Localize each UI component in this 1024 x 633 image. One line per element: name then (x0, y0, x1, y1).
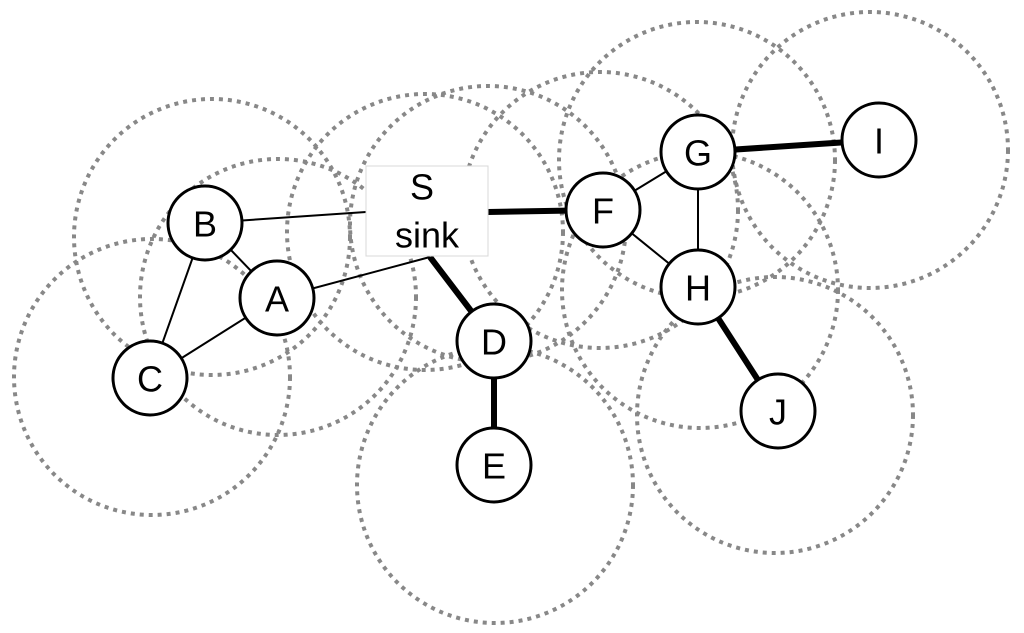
node-c[interactable]: C (111, 339, 189, 417)
node-circle (659, 248, 737, 326)
node-i[interactable]: I (840, 101, 918, 179)
node-f[interactable]: F (564, 171, 642, 249)
radio-range-circle (635, 275, 915, 555)
node-circle (238, 259, 316, 337)
node-circle (739, 372, 817, 450)
node-circle (564, 171, 642, 249)
node-a[interactable]: A (238, 259, 316, 337)
sink-box (365, 165, 489, 257)
node-label: I (874, 121, 884, 162)
node-g[interactable]: G (659, 113, 737, 191)
node-d[interactable]: D (455, 302, 533, 380)
node-label: G (684, 133, 712, 174)
sink-node[interactable]: S sink (365, 165, 489, 257)
node-h[interactable]: H (659, 248, 737, 326)
node-b[interactable]: B (166, 184, 244, 262)
radio-ranges (12, 10, 1010, 625)
node-circle (659, 113, 737, 191)
radio-range-circle (138, 157, 418, 437)
node-j[interactable]: J (739, 372, 817, 450)
node-label: C (137, 359, 163, 400)
sink-label-s: S (410, 167, 434, 208)
node-label: F (592, 191, 614, 232)
node-label: H (685, 268, 711, 309)
node-label: J (769, 392, 787, 433)
node-label: A (265, 279, 289, 320)
nodes: A B C D E F G H I J (111, 101, 918, 504)
radio-range-circle (285, 92, 565, 372)
node-circle (840, 101, 918, 179)
node-label: D (481, 322, 507, 363)
node-circle (111, 339, 189, 417)
node-e[interactable]: E (455, 426, 533, 504)
node-label: B (193, 204, 217, 245)
node-circle (166, 184, 244, 262)
radio-range-circle (72, 97, 352, 377)
radio-range-circle (12, 237, 292, 517)
node-circle (455, 302, 533, 380)
node-circle (455, 426, 533, 504)
node-label: E (482, 446, 506, 487)
sink-label-sink: sink (395, 215, 460, 256)
